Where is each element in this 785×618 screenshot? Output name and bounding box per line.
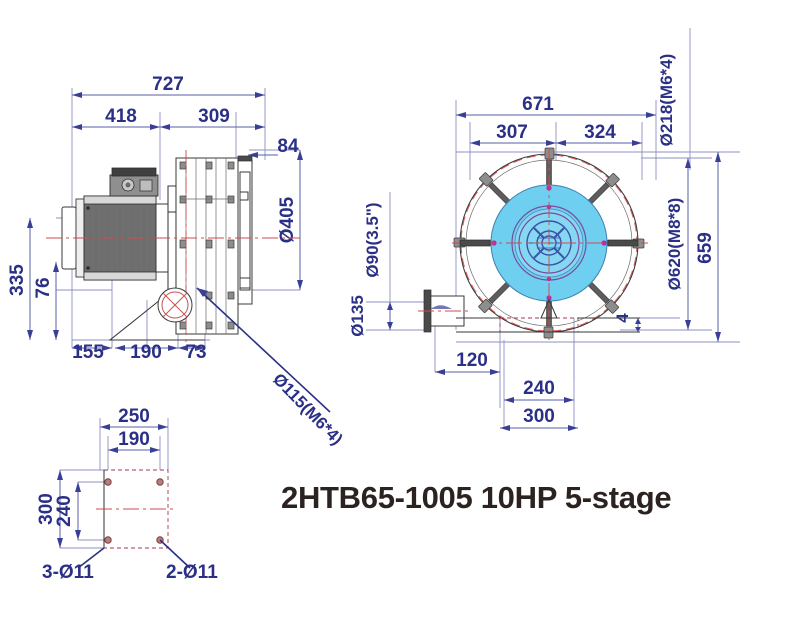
dim-bolt-circle-620: Ø620(M8*8) xyxy=(665,158,691,330)
dim-text-90-inlet: Ø90(3.5") xyxy=(363,202,382,277)
dim-base-73: 73 xyxy=(178,342,207,363)
dim-outlet-offset-84: 84 xyxy=(248,136,299,158)
front-elevation-view: 671 307 324 Ø218(M6*4) Ø xyxy=(348,28,740,431)
plan-view-extension-lines xyxy=(60,418,169,549)
dim-hole-spacing-190: 190 xyxy=(108,429,160,453)
dim-text-190: 190 xyxy=(130,342,162,363)
dim-base-width-300: 300 xyxy=(500,406,578,431)
dim-text-307: 307 xyxy=(496,122,528,143)
dim-text-240-front: 240 xyxy=(523,378,555,399)
base-plate-holes xyxy=(104,478,164,544)
base-plate-plan-view: 250 190 300 240 xyxy=(36,406,218,583)
callout-2-dia-11: 2-Ø11 xyxy=(166,562,218,583)
dim-text-300-front: 300 xyxy=(523,406,555,427)
dim-text-250: 250 xyxy=(118,406,150,427)
inlet-flange-front xyxy=(418,289,470,333)
dim-base-155: 155 xyxy=(72,342,112,363)
callout-3-dia-11: 3-Ø11 xyxy=(42,562,94,583)
dim-right-width-324: 324 xyxy=(556,122,642,146)
dim-text-405: Ø405 xyxy=(277,196,298,243)
dim-motor-length-418: 418 xyxy=(72,106,160,130)
dim-plate-width-250: 250 xyxy=(100,406,168,430)
drawing-title: 2HTB65-1005 10HP 5-stage xyxy=(281,480,671,515)
dim-overall-height-659: 659 xyxy=(695,152,721,342)
dim-base-offset-120: 120 xyxy=(435,350,500,375)
dim-hole-spacing-240: 240 xyxy=(504,378,574,403)
motor-assembly xyxy=(61,167,169,281)
leader-2-holes xyxy=(159,539,191,569)
dim-text-218-m6: Ø218(M6*4) xyxy=(657,54,676,147)
leader-3-holes xyxy=(77,547,105,569)
dim-plate-depth-300: 300 xyxy=(36,470,63,548)
dim-housing-diameter-405: Ø405 xyxy=(277,150,303,290)
inlet-port-side xyxy=(157,287,331,413)
dim-text-309: 309 xyxy=(198,106,230,127)
tie-bolt-row-bottom xyxy=(179,321,235,330)
dim-text-73: 73 xyxy=(185,342,206,363)
dim-text-84: 84 xyxy=(277,136,299,157)
dim-inlet-flange-135: Ø135 xyxy=(348,295,393,337)
dim-overall-width-671: 671 xyxy=(456,94,656,118)
dim-left-width-307: 307 xyxy=(470,122,556,146)
dim-text-335: 335 xyxy=(7,264,28,296)
dim-text-135: Ø135 xyxy=(348,295,367,337)
motor-cooling-fins xyxy=(89,196,151,280)
dim-hole-spacing-240-plan: 240 xyxy=(54,482,81,540)
dim-text-324: 324 xyxy=(584,122,616,143)
dim-text-727: 727 xyxy=(152,74,184,95)
dim-housing-length-309: 309 xyxy=(160,106,265,130)
dim-text-418: 418 xyxy=(105,106,137,127)
dim-text-115-m6: Ø115(M6*4) xyxy=(269,370,346,449)
dim-text-190-plan: 190 xyxy=(118,429,150,450)
side-elevation-view: 727 418 309 84 xyxy=(7,74,346,449)
dim-base-thickness-4: 4 xyxy=(613,313,641,332)
dim-base-to-center-76: 76 xyxy=(33,262,59,340)
outlet-end-cover-side xyxy=(237,155,253,305)
front-view-extension-lines xyxy=(366,28,740,428)
dim-text-76: 76 xyxy=(33,277,54,298)
dim-base-190: 190 xyxy=(115,342,178,363)
dim-text-671: 671 xyxy=(522,94,554,115)
dim-text-300-plan: 300 xyxy=(36,493,57,525)
base-plate-front xyxy=(456,298,640,333)
dim-text-240-plan: 240 xyxy=(54,495,75,527)
dim-text-620-m8: Ø620(M8*8) xyxy=(665,198,684,291)
dim-text-155: 155 xyxy=(72,342,104,363)
dim-text-120: 120 xyxy=(456,350,488,371)
dim-text-659: 659 xyxy=(695,232,716,264)
dim-overall-height-335: 335 xyxy=(7,218,33,340)
dim-overall-length-727: 727 xyxy=(72,74,265,98)
